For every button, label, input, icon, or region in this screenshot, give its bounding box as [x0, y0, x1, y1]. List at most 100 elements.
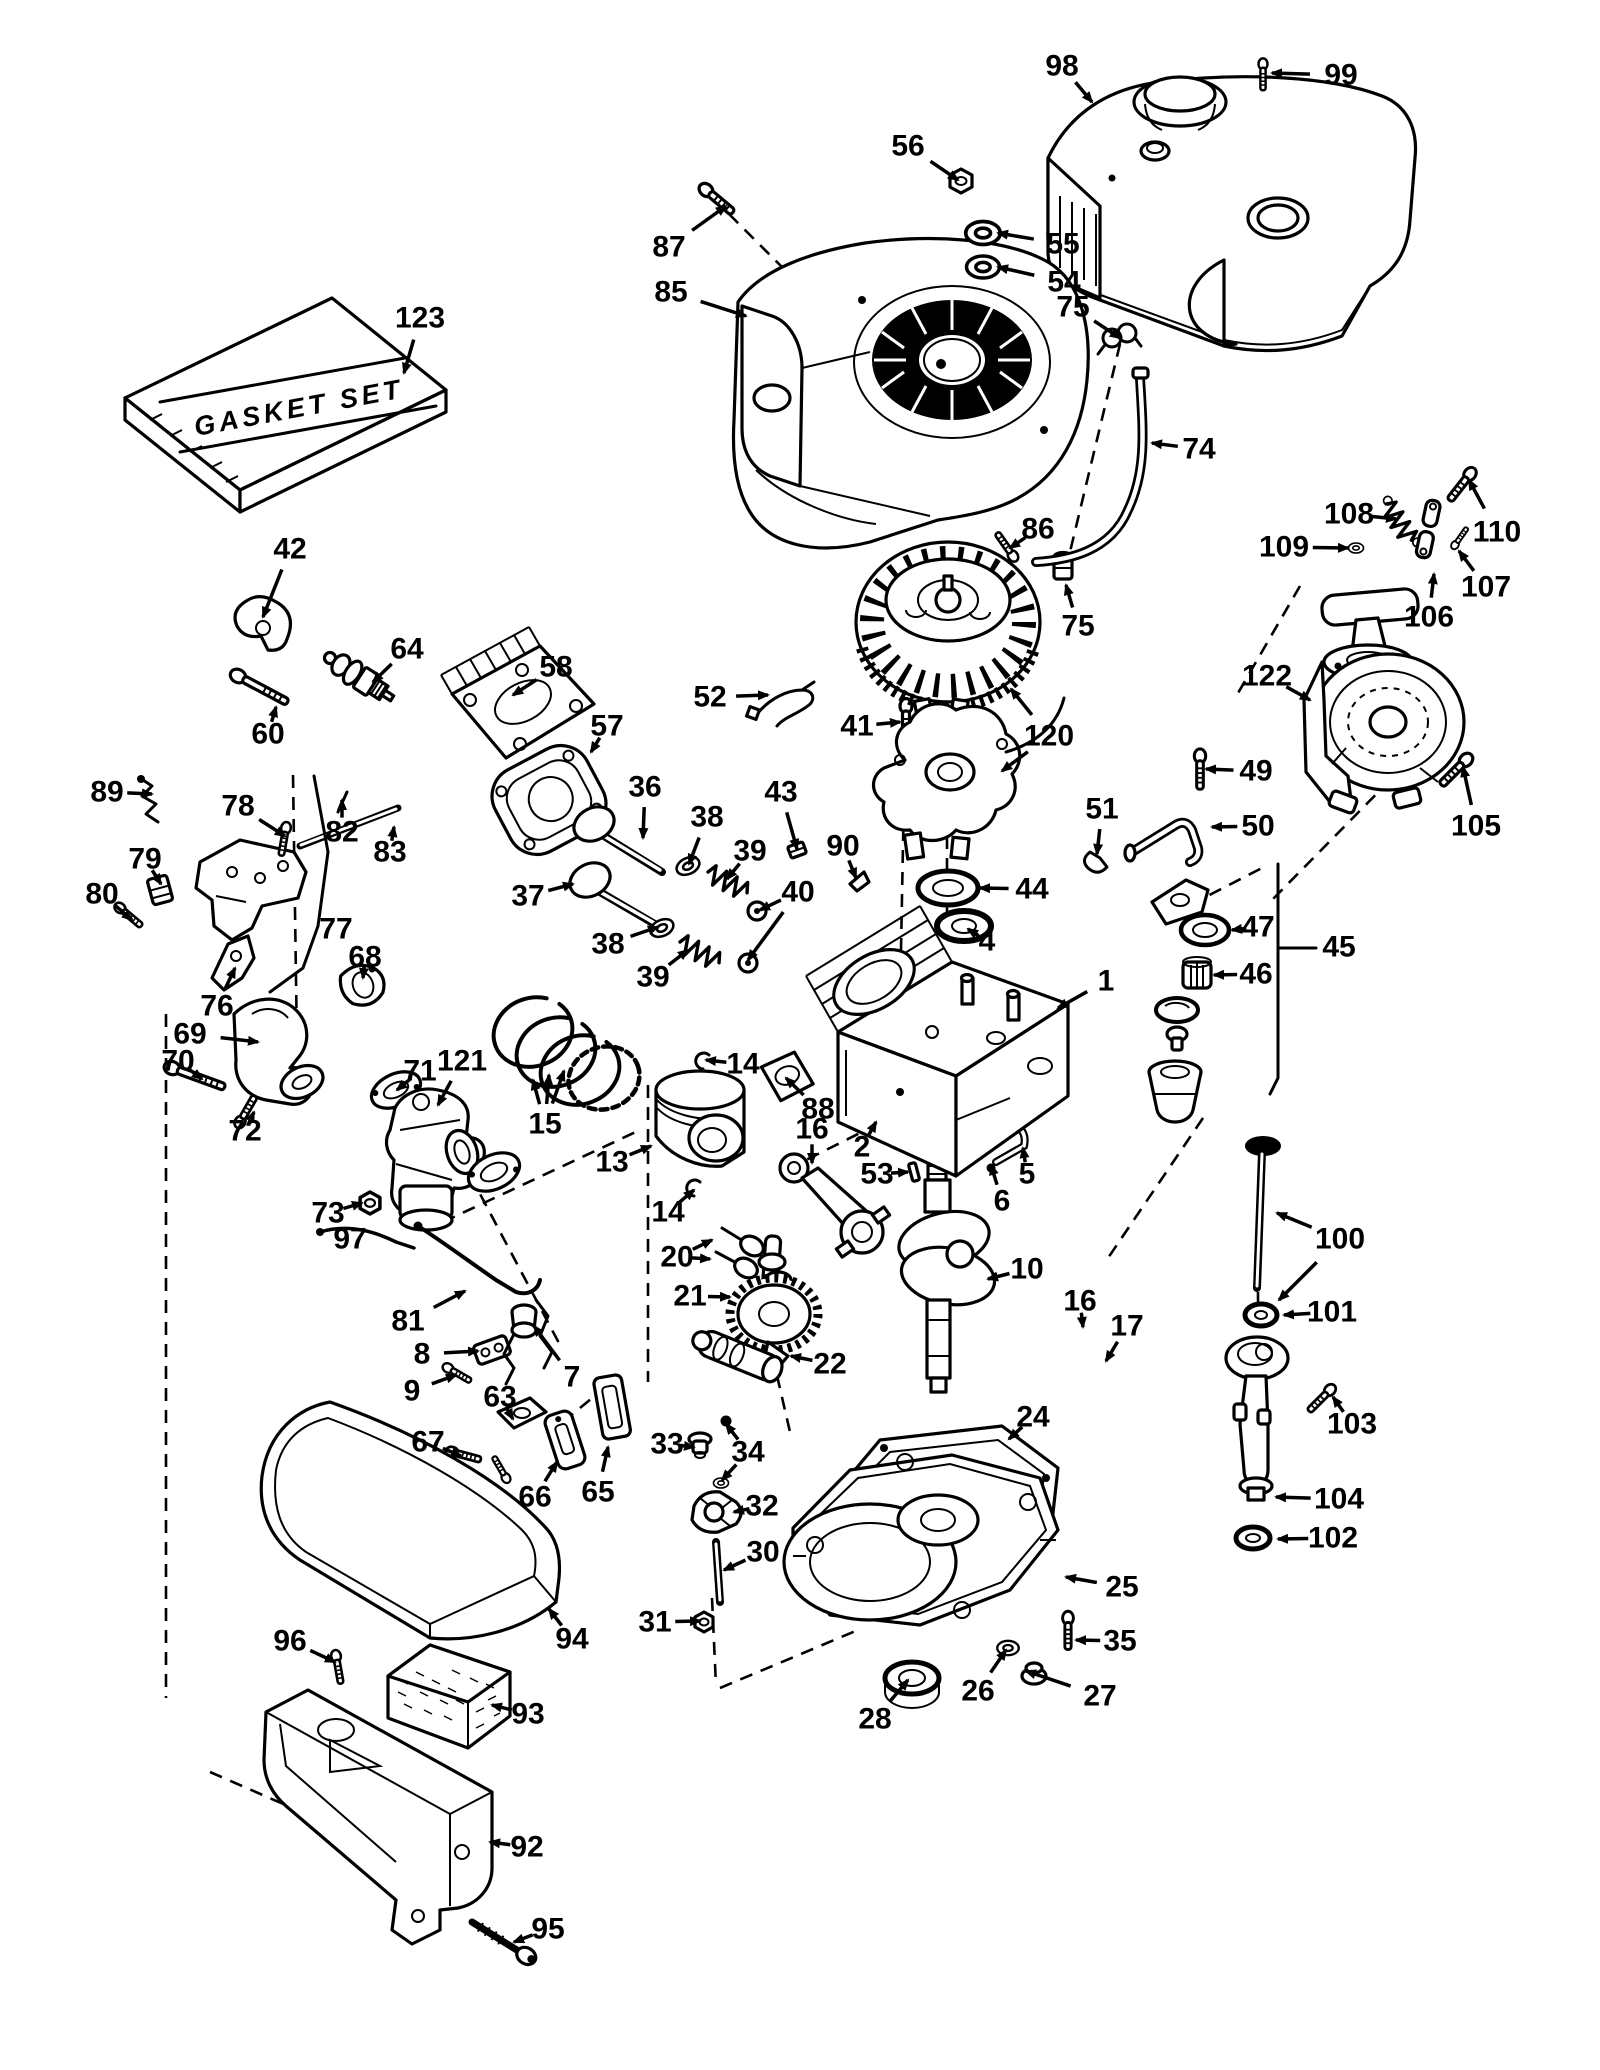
leader-arrow-64	[371, 662, 393, 684]
bushing-46	[1181, 956, 1213, 990]
leader-arrow-75	[1064, 583, 1075, 609]
cylinder-head-58	[440, 626, 596, 760]
callout-70: 70	[161, 1045, 194, 1078]
callout-97: 97	[333, 1223, 366, 1256]
callout-31: 31	[638, 1606, 671, 1639]
callout-55: 55	[1046, 228, 1079, 261]
callout-81: 81	[391, 1305, 424, 1338]
callout-92: 92	[510, 1831, 543, 1864]
oil-pump-22	[691, 1329, 784, 1384]
leader-arrow-27	[1024, 1669, 1072, 1688]
leader-arrow-88	[784, 1076, 805, 1097]
bolt-60	[226, 664, 293, 710]
leader-arrow-68	[358, 966, 369, 980]
callout-76: 76	[200, 990, 233, 1023]
leader-arrow-38	[687, 836, 701, 866]
callout-79: 79	[128, 843, 161, 876]
leader-arrow-50	[1210, 821, 1238, 832]
clip-79	[146, 873, 174, 907]
callout-96: 96	[273, 1625, 306, 1658]
leader-arrow-83	[387, 825, 398, 842]
callout-66: 66	[518, 1481, 551, 1514]
callout-58: 58	[539, 651, 572, 684]
leader-arrow-39	[725, 862, 742, 881]
oil-fill-cup-45	[1147, 1059, 1203, 1124]
ground-wire-52	[744, 680, 816, 728]
leader-arrow-2	[866, 1120, 878, 1137]
callout-71: 71	[403, 1055, 436, 1088]
leader-arrow-104	[1274, 1492, 1311, 1503]
washer-26	[996, 1639, 1020, 1657]
o-ring-101	[1242, 1301, 1280, 1329]
leader-arrow-98	[1074, 81, 1094, 104]
blower-housing	[731, 237, 1090, 550]
callout-64: 64	[390, 633, 424, 666]
leader-arrow-49	[1204, 764, 1234, 775]
callout-60: 60	[251, 718, 284, 751]
callout-56: 56	[891, 130, 924, 163]
spark-plug-64	[322, 650, 396, 703]
callout-43: 43	[764, 776, 797, 809]
leader-arrow-34	[724, 1422, 740, 1441]
spark-plug-terminal-42	[233, 595, 293, 652]
callout-69: 69	[173, 1018, 206, 1051]
valve-37	[568, 861, 662, 930]
callout-17: 17	[1110, 1310, 1143, 1343]
leader-arrow-80	[114, 904, 134, 922]
screw-95	[468, 1918, 538, 1967]
breather-tube-50	[1123, 817, 1204, 867]
callout-74: 74	[1182, 433, 1216, 466]
callout-122: 122	[1242, 660, 1292, 693]
gasket-68	[338, 963, 386, 1007]
leader-arrow-37	[547, 881, 575, 893]
leader-arrow-15	[530, 1078, 542, 1105]
crankshaft-10	[897, 1148, 997, 1394]
leader-arrow-121	[436, 1079, 453, 1107]
callout-22: 22	[813, 1348, 846, 1381]
valve-36	[572, 805, 666, 876]
callout-1: 1	[1098, 965, 1115, 998]
callout-83: 83	[373, 836, 406, 869]
washer-45	[1154, 996, 1200, 1024]
governor-lever-76	[210, 934, 256, 992]
leader-arrow-108	[1369, 512, 1398, 523]
callout-57: 57	[590, 710, 623, 743]
spring-cap-40	[737, 900, 768, 974]
screw-99	[1257, 57, 1269, 92]
leader-arrow-66	[543, 1460, 559, 1483]
washer-55	[963, 219, 1003, 247]
leader-arrow-44	[978, 883, 1009, 894]
callout-34: 34	[731, 1436, 765, 1469]
spring-clip-89	[137, 775, 160, 824]
callout-40: 40	[781, 876, 814, 909]
callout-39: 39	[636, 961, 669, 994]
callout-41: 41	[840, 710, 873, 743]
leader-arrow-14	[704, 1056, 727, 1067]
callout-54: 54	[1047, 266, 1081, 299]
leader-arrow-55	[996, 229, 1035, 241]
leader-arrow-40	[746, 911, 785, 962]
leader-arrow-34	[720, 1463, 738, 1482]
leader-arrow-90	[847, 859, 858, 880]
callout-94: 94	[555, 1623, 589, 1656]
callout-121: 121	[437, 1045, 487, 1078]
callout-38: 38	[591, 928, 624, 961]
callout-5: 5	[1019, 1158, 1036, 1191]
leader-arrow-17	[1104, 1340, 1120, 1363]
callout-85: 85	[654, 276, 687, 309]
callout-45: 45	[1322, 931, 1355, 964]
callout-93: 93	[511, 1698, 544, 1731]
leader-arrow-72	[245, 1110, 256, 1124]
leader-arrow-71	[395, 1078, 411, 1092]
callout-78: 78	[221, 790, 254, 823]
leader-arrow-20	[691, 1238, 714, 1251]
callout-27: 27	[1083, 1680, 1116, 1713]
leader-arrow-58	[511, 678, 538, 697]
fuel-tank	[1046, 75, 1418, 353]
leader-arrow-70	[187, 1067, 204, 1081]
key-90	[848, 870, 871, 893]
leader-arrow-33	[678, 1440, 696, 1451]
leader-arrow-65	[600, 1445, 611, 1473]
callout-7: 7	[564, 1361, 581, 1394]
leader-arrow-20	[691, 1253, 712, 1264]
